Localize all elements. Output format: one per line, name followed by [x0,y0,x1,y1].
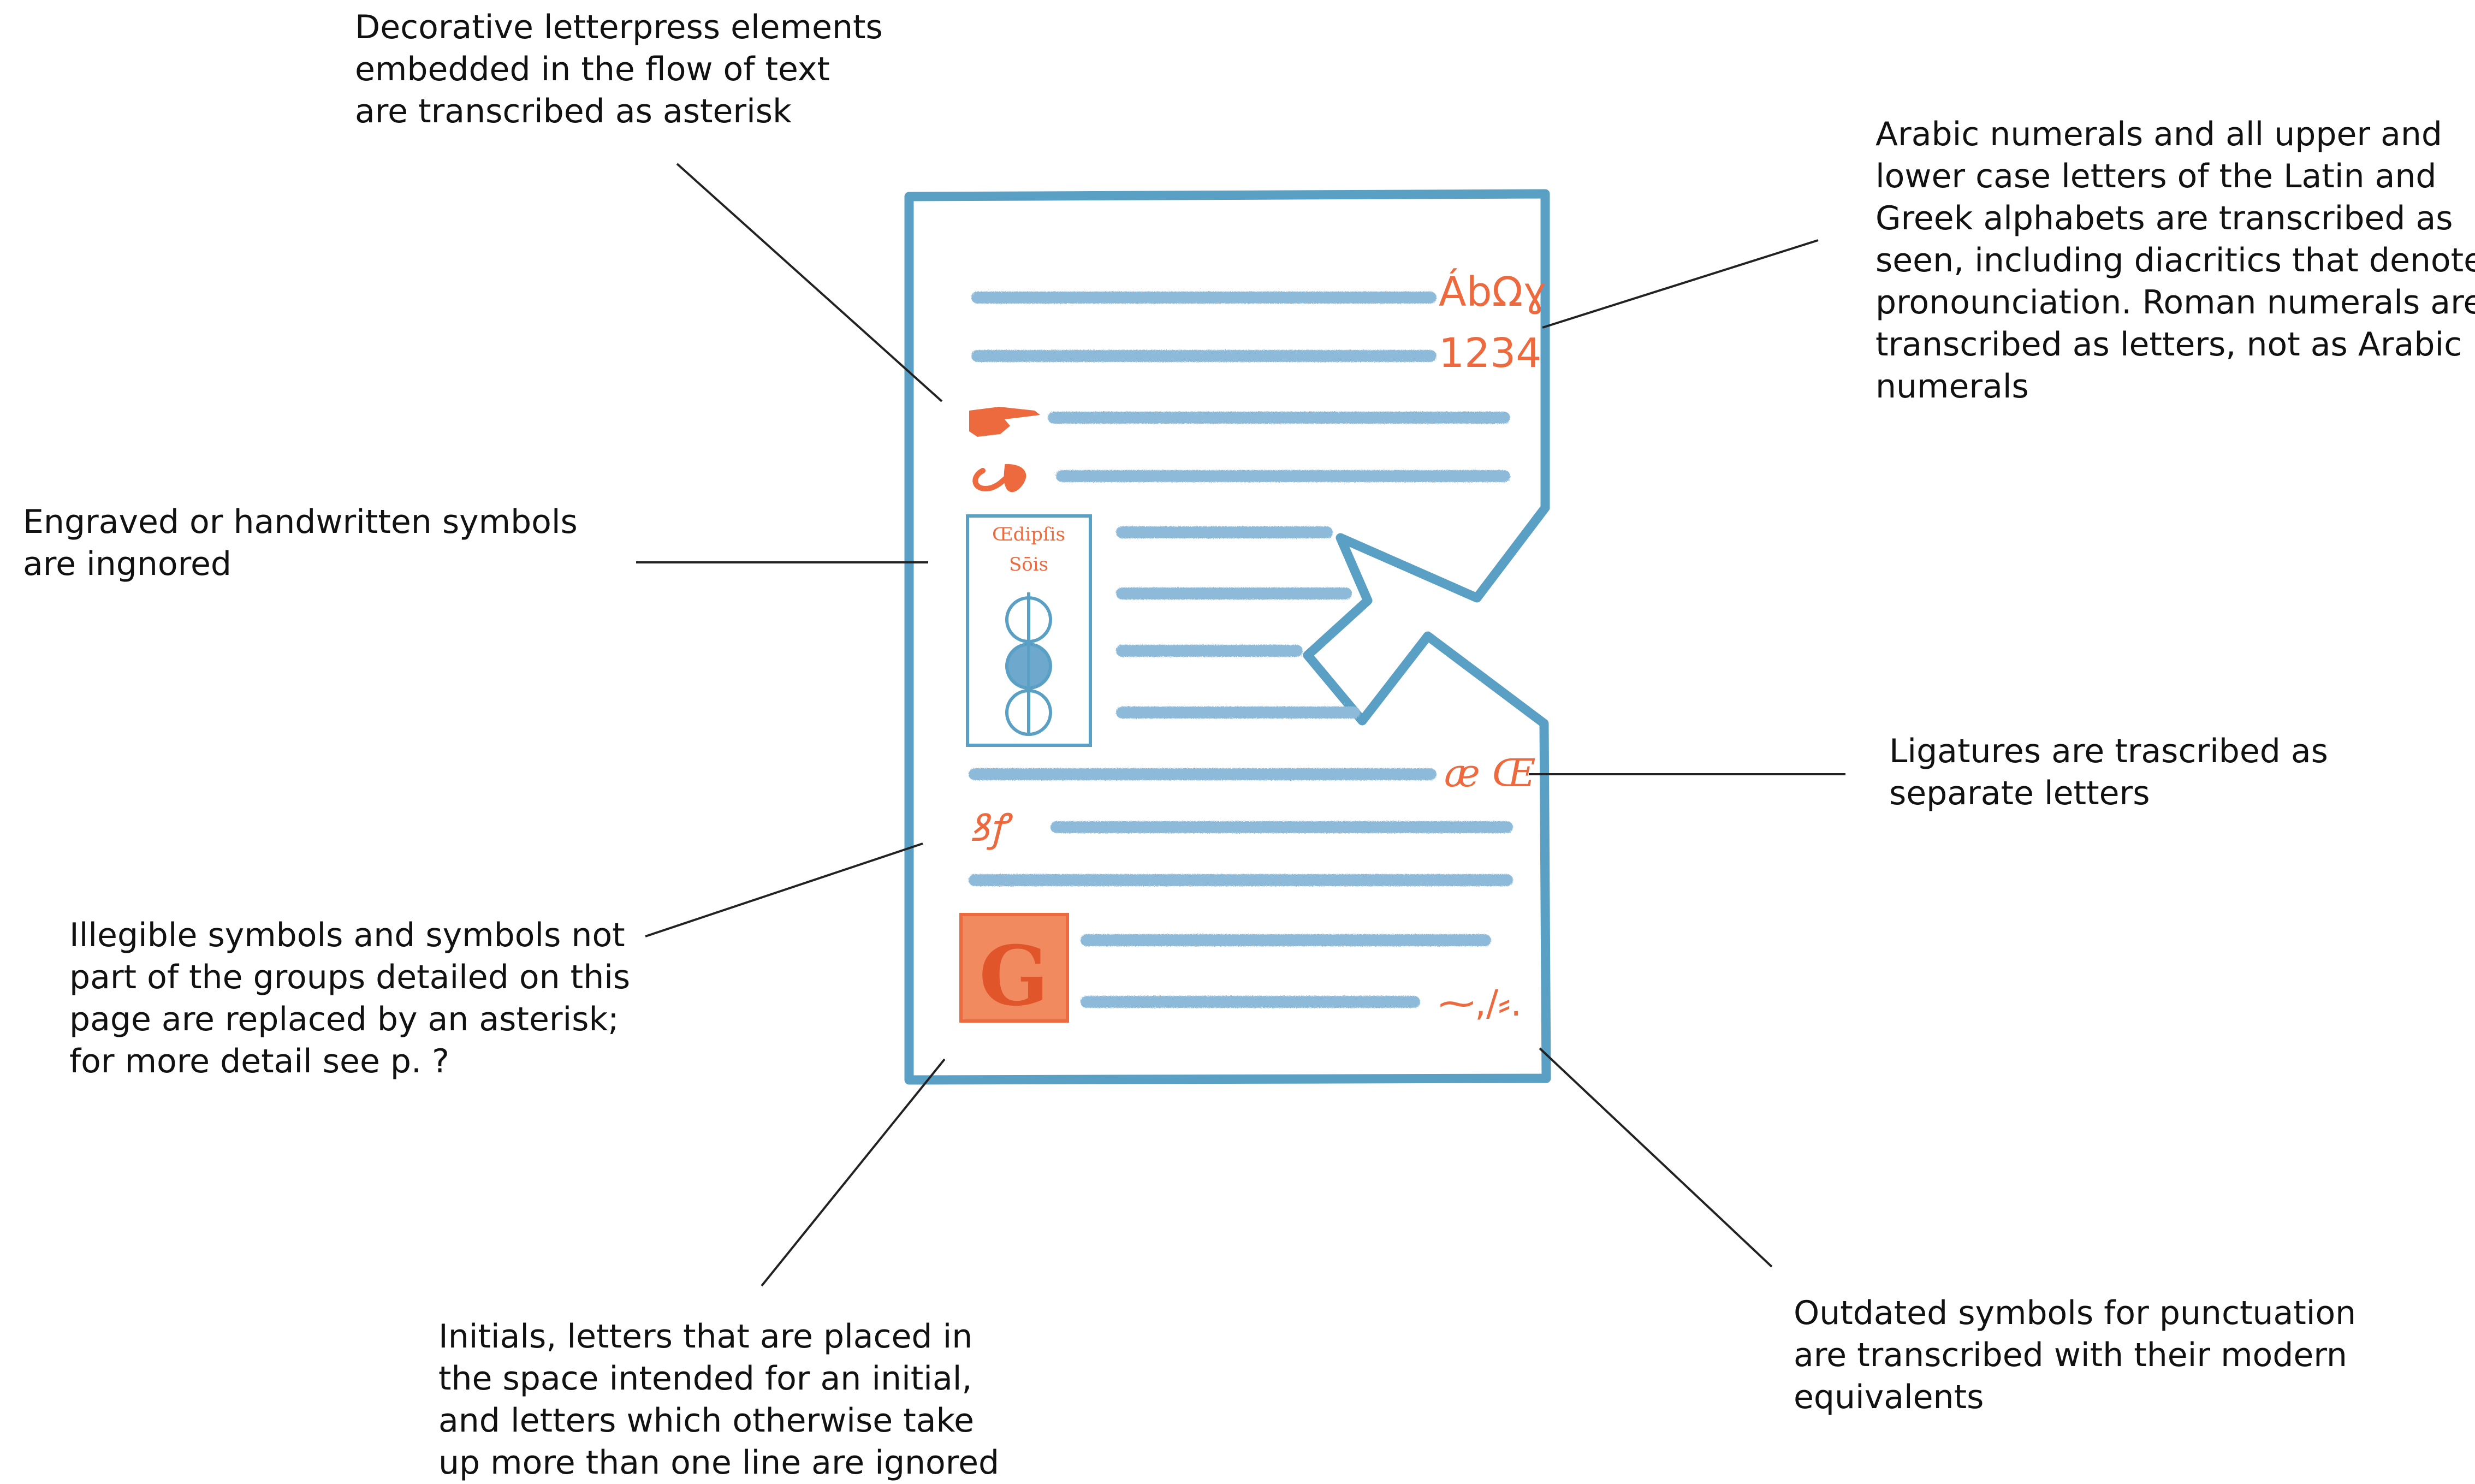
initial-letter: G [979,928,1049,1024]
text-lines [969,292,1513,1008]
initial-letter-block: G [959,913,1069,1024]
annotation-engraved: Engraved or handwritten symbols are ingn… [23,503,578,583]
annotation-ligatures: Ligatures are trascribed as separate let… [1889,732,2328,812]
annotation-illegible: Illegible symbols and symbols not part o… [69,916,631,1081]
engraving-text-1: Œdipſis [992,524,1065,545]
engraving-text-2: Sōis [1009,554,1048,575]
punctuation-sample: ⁓,/⸗. [1439,982,1522,1024]
ligature-sample-right: æ Œ [1444,751,1536,796]
annotation-arabic-numerals: Arabic numerals and all upper and lower … [1875,115,2475,406]
fleuron-icon [972,464,1026,492]
annotation-initials: Initials, letters that are placed in the… [438,1317,1000,1482]
page-outline [904,189,1551,1085]
ligature-sample-left: ꝸꝭ [969,805,1013,850]
engraving-box: Œdipſis Sōis [966,514,1092,747]
annotation-decorative: Decorative letterpress elements embedded… [355,8,883,130]
leader-punctuation [1539,1047,1773,1268]
engraving-figure [1005,592,1052,736]
annotation-punctuation: Outdated symbols for punctuation are tra… [1794,1294,2357,1416]
pointing-hand-icon [969,407,1040,437]
leader-arabic [1542,239,1819,329]
numeral-sample: 1234 [1439,330,1541,377]
leader-illegible [645,842,923,937]
leader-lines [636,163,1845,1287]
leader-initials [761,1058,946,1287]
greek-sample: ÁbΩɣ [1439,268,1547,316]
leader-decorative [676,163,943,402]
